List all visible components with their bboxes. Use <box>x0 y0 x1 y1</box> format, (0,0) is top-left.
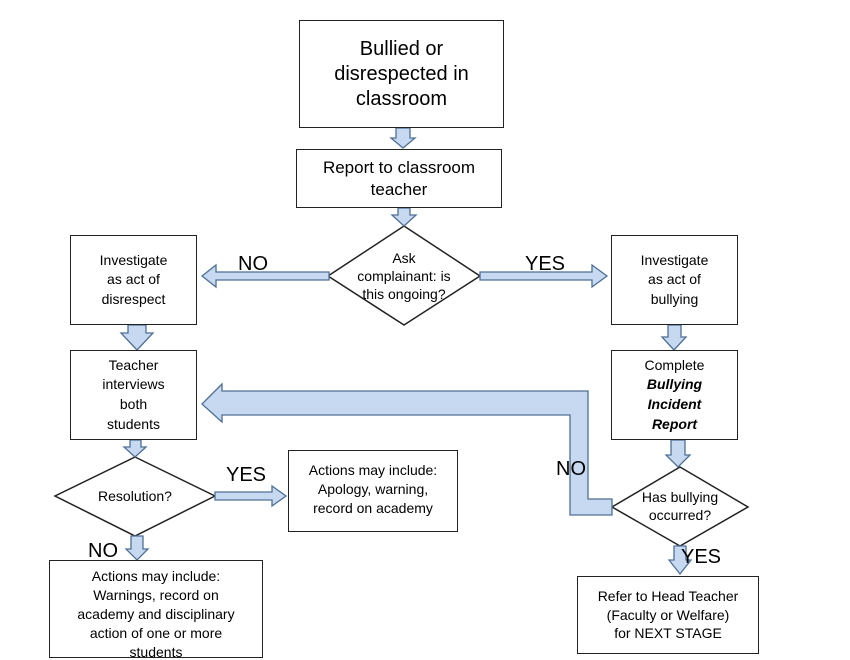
disrespect-line-1: Investigate <box>99 251 168 268</box>
label-yes-ask: YES <box>525 253 566 275</box>
actions-no-line-3: academy and disciplinary <box>77 605 235 622</box>
label-no-ask: NO <box>238 253 268 275</box>
resolution-text: Resolution? <box>75 480 195 512</box>
arrow-start-to-report <box>389 127 417 149</box>
connector-arrows <box>119 127 693 576</box>
arrow-resolution-no <box>124 535 150 561</box>
arrow-ask-yes <box>479 263 609 289</box>
bullying-line-3: bullying <box>650 290 699 307</box>
arrow-report-to-ask <box>390 207 418 227</box>
resolution-label: Resolution? <box>98 487 172 504</box>
label-yes-resolution: YES <box>226 464 267 486</box>
complete-line-4: Report <box>651 415 698 432</box>
arrow-disrespect-to-interview <box>119 324 155 351</box>
has-bullying-text: Has bullying occurred? <box>626 484 734 528</box>
has-bullying-line-2: occurred? <box>648 507 712 523</box>
interview-line-3: both <box>119 396 148 412</box>
interview-line-4: students <box>107 415 160 432</box>
actions-yes-line-1: Actions may include: <box>308 462 438 478</box>
ask-text: Ask complainant: is this ongoing? <box>340 238 468 314</box>
investigate-disrespect-box: Investigate as act of disrespect <box>70 235 197 325</box>
actions-no-line-4: action of one or more <box>89 624 223 641</box>
arrow-has-bullying-yes <box>667 545 693 576</box>
actions-yes-line-2: Apology, warning, <box>317 480 429 497</box>
arrow-has-bullying-no-loop <box>201 382 613 516</box>
disrespect-line-2: as act of <box>107 271 160 288</box>
report-line-2: teacher <box>370 179 428 199</box>
report-box: Report to classroom teacher <box>296 149 502 208</box>
interview-line-1: Teacher <box>108 356 159 373</box>
refer-head-teacher-box: Refer to Head Teacher (Faculty or Welfar… <box>577 576 759 654</box>
refer-line-1: Refer to Head Teacher <box>597 587 739 604</box>
start-box: Bullied or disrespected in classroom <box>299 20 504 128</box>
actions-no-box: Actions may include: Warnings, record on… <box>49 560 263 658</box>
disrespect-line-3: disrespect <box>101 290 166 307</box>
investigate-bullying-box: Investigate as act of bullying <box>611 235 738 325</box>
arrow-ask-no <box>200 263 330 289</box>
teacher-interviews-box: Teacher interviews both students <box>70 350 197 440</box>
refer-line-3: for NEXT STAGE <box>614 625 722 642</box>
actions-no-line-5: students <box>129 643 183 658</box>
arrow-interview-to-resolution <box>122 439 148 458</box>
bullying-line-1: Investigate <box>640 251 709 268</box>
interview-line-2: interviews <box>102 376 165 393</box>
complete-report-box: Complete Bullying Incident Report <box>611 350 738 440</box>
label-yes-bullying: YES <box>681 546 722 568</box>
start-line-1: Bullied or <box>359 37 444 60</box>
refer-line-2: (Faculty or Welfare) <box>606 606 730 623</box>
has-bullying-line-1: Has bullying <box>641 488 719 505</box>
report-line-1: Report to classroom <box>322 158 476 178</box>
label-no-resolution: NO <box>88 540 118 562</box>
ask-line-1: Ask <box>392 249 416 266</box>
actions-yes-box: Actions may include: Apology, warning, r… <box>288 450 458 532</box>
ask-line-3: this ongoing? <box>362 286 446 303</box>
start-line-2: disrespected in <box>334 62 469 85</box>
arrow-resolution-yes <box>214 484 288 508</box>
actions-yes-line-3: record on academy <box>313 499 433 516</box>
bullying-line-2: as act of <box>648 271 701 288</box>
label-no-bullying: NO <box>556 458 586 480</box>
arrow-bullying-to-complete <box>660 324 688 351</box>
ask-decision-diamond <box>326 225 482 326</box>
complete-line-2: Bullying <box>646 376 703 393</box>
ask-line-2: complainant: is <box>357 267 451 284</box>
complete-line-3: Incident <box>647 396 702 412</box>
actions-no-line-2: Warnings, record on <box>93 586 219 603</box>
actions-no-line-1: Actions may include: <box>91 568 221 584</box>
complete-line-1: Complete <box>644 356 705 373</box>
start-line-3: classroom <box>355 87 448 110</box>
diamond-shapes <box>53 225 750 547</box>
arrow-complete-to-has-bullying <box>664 439 692 468</box>
